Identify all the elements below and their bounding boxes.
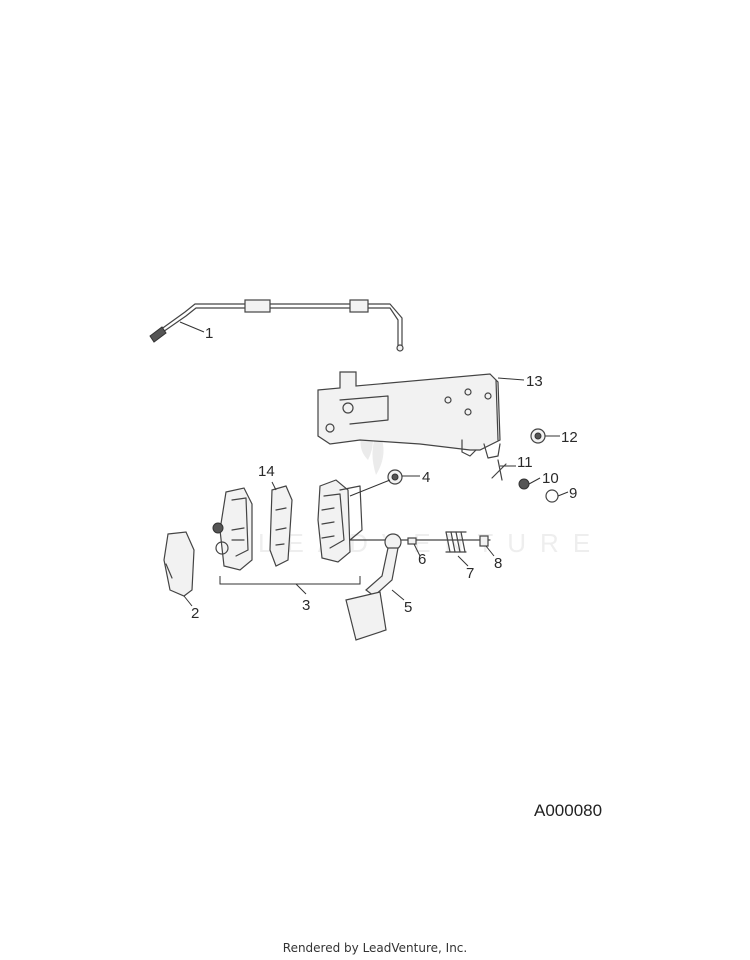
- part-12-nut: [530, 428, 546, 444]
- part-3-housing-right: [317, 479, 363, 563]
- part-10-washer: [518, 478, 530, 490]
- drawing-code: A000080: [534, 801, 603, 820]
- part-14-plate: [269, 485, 293, 567]
- footer-credit: Rendered by LeadVenture, Inc.: [282, 941, 468, 955]
- callout-6: 6: [418, 551, 426, 568]
- part-9-clip: [545, 489, 559, 503]
- callout-1: 1: [205, 325, 213, 342]
- callout-14: 14: [258, 463, 275, 480]
- callout-10: 10: [542, 470, 559, 487]
- svg-text:LEADVENTURE: LEADVENTURE: [258, 528, 604, 558]
- callout-9: 9: [569, 485, 577, 502]
- callout-7: 7: [466, 565, 474, 582]
- callout-3: 3: [302, 597, 310, 614]
- callout-5: 5: [404, 599, 412, 616]
- part-1-cable: [149, 299, 404, 352]
- part-2-pad: [163, 531, 195, 597]
- callout-labels: 1 2 3 4 5 6 7 8 9 10 11 12 13 14: [191, 325, 578, 622]
- part-7-spring: [445, 531, 467, 553]
- callout-4: 4: [422, 469, 430, 486]
- part-13-bracket: [317, 371, 501, 459]
- part-4-nut: [387, 469, 403, 485]
- callout-8: 8: [494, 555, 502, 572]
- part-11-pin: [491, 459, 507, 481]
- part-5-pedal: [345, 533, 402, 641]
- watermark-logo: LEADVENTURE: [258, 420, 604, 558]
- callout-13: 13: [526, 373, 543, 390]
- part-3-housing-left: [212, 487, 253, 571]
- callout-11: 11: [517, 454, 533, 471]
- part-6-bushing: [407, 537, 417, 545]
- leader-lines: [179, 321, 569, 607]
- callout-2: 2: [191, 605, 199, 622]
- part-8-nut: [479, 535, 489, 547]
- callout-12: 12: [561, 429, 578, 446]
